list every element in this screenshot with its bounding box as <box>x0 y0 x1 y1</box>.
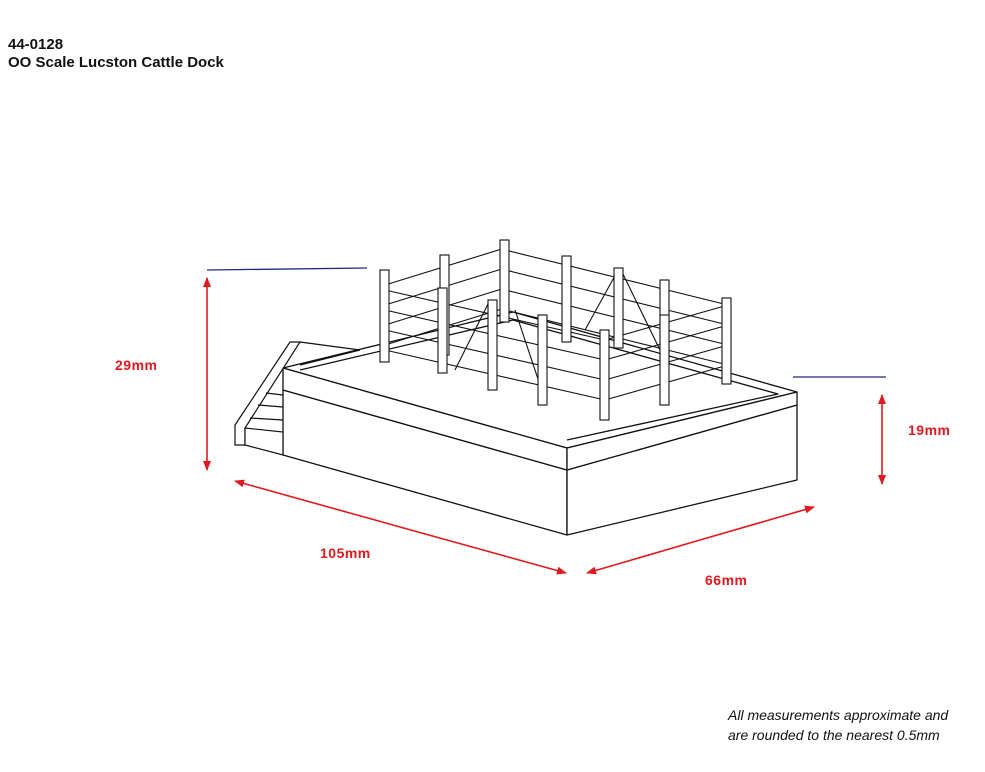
measurement-note: All measurements approximate and are rou… <box>728 705 948 745</box>
height-total-label: 29mm <box>115 357 158 373</box>
note-line-1: All measurements approximate and <box>728 707 949 723</box>
dimension-arrows <box>203 277 886 575</box>
height-base-label: 19mm <box>908 422 951 438</box>
product-code: 44-0128 <box>8 36 64 53</box>
note-line-2: are rounded to the nearest 0.5mm <box>728 727 940 743</box>
length-arrow-left <box>234 479 401 528</box>
length-arrow-right <box>399 526 567 575</box>
dock-base <box>282 311 798 536</box>
width-arrow-left <box>586 539 701 575</box>
product-name: OO Scale Lucston Cattle Dock <box>8 54 224 71</box>
width-arrow-right <box>699 505 815 541</box>
length-label: 105mm <box>320 545 371 561</box>
steps <box>234 341 361 456</box>
fence <box>379 239 732 421</box>
width-label: 66mm <box>705 572 748 588</box>
top-reference-line <box>206 267 368 271</box>
